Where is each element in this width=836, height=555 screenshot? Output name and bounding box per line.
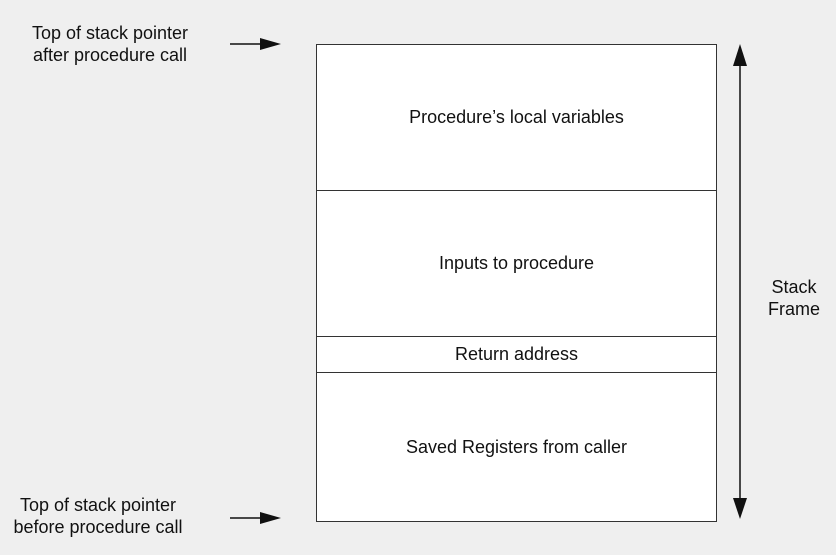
label-stack-frame-line-1: Stack <box>771 277 817 297</box>
label-stack-frame-line-2: Frame <box>767 299 820 319</box>
label-top-before-line-1: Top of stack pointer <box>19 495 177 515</box>
segment-return-address-label: Return address <box>454 344 579 364</box>
double-headed-arrow-icon <box>733 44 747 519</box>
label-top-after-line-2: after procedure call <box>32 45 188 65</box>
segment-saved-registers-label: Saved Registers from caller <box>405 436 628 457</box>
arrow-right-icon <box>230 512 281 524</box>
segment-local-variables: Procedure’s local variables <box>317 45 716 191</box>
segment-inputs-label: Inputs to procedure <box>438 253 595 273</box>
segment-return-address: Return address <box>317 337 716 373</box>
label-top-after-line-1: Top of stack pointer <box>31 23 189 43</box>
label-stack-frame: Stack Frame <box>754 276 834 320</box>
arrow-right-icon <box>230 38 281 50</box>
label-top-before: Top of stack pointer before procedure ca… <box>0 494 198 538</box>
segment-inputs: Inputs to procedure <box>317 191 716 337</box>
segment-local-variables-label: Procedure’s local variables <box>409 107 624 127</box>
label-top-after: Top of stack pointer after procedure cal… <box>10 22 210 66</box>
segment-saved-registers: Saved Registers from caller <box>317 373 716 521</box>
stack-box: Procedure’s local variables Inputs to pr… <box>316 44 717 522</box>
label-top-before-line-2: before procedure call <box>13 517 183 537</box>
